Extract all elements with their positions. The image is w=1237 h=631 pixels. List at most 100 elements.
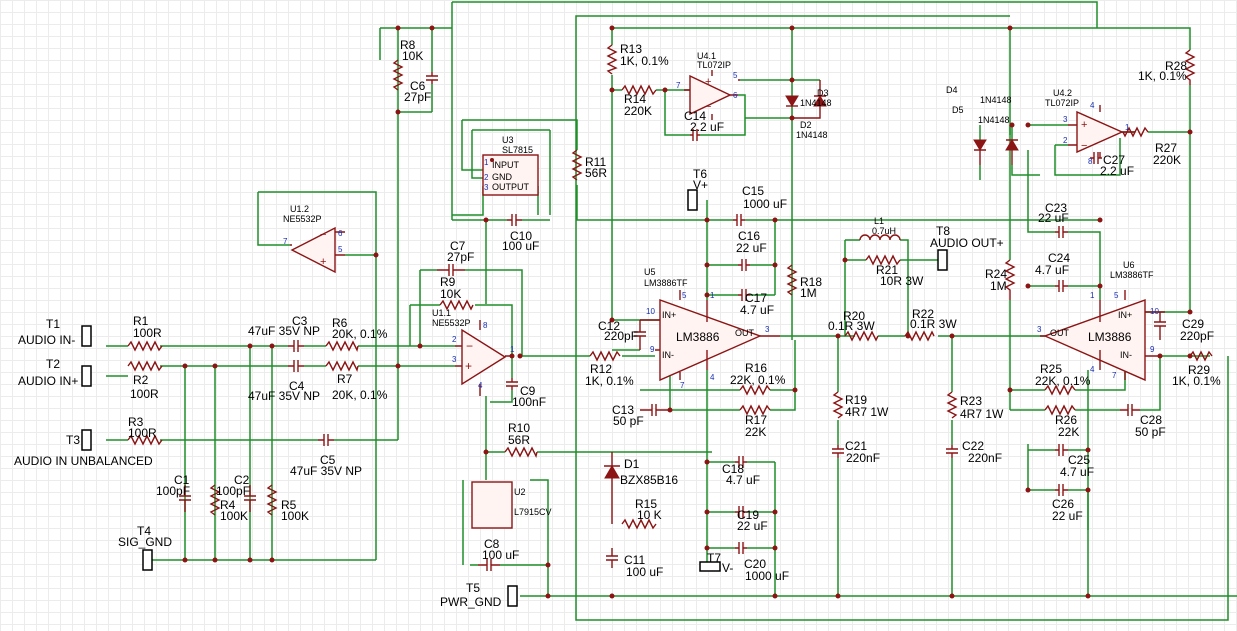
label-c9v: 100nF: [512, 395, 546, 409]
opamp-u4-1: +−: [684, 70, 740, 120]
resistor-r4: [209, 484, 221, 516]
label-r7v: 20K, 0.1%: [332, 388, 388, 402]
label-outlbl: OUT: [735, 328, 755, 338]
label-inm: IN-: [662, 350, 674, 360]
label-r1: R1: [133, 314, 149, 328]
label-r6: R6: [332, 316, 348, 330]
label-one: 1: [484, 158, 489, 167]
label-t6: T6: [693, 167, 707, 181]
label-c6: C6: [410, 79, 426, 93]
capacitor-c22: [946, 445, 958, 458]
label-u2: U2: [514, 487, 526, 497]
label-d2v: 1N4148: [796, 130, 828, 140]
label-r8: R8: [400, 38, 416, 52]
label-d4v: 1N4148: [980, 95, 1012, 105]
resistor-r14: [621, 84, 657, 96]
label-l1: L1: [874, 216, 884, 226]
label-t5-value: PWR_GND: [440, 595, 502, 609]
label-r14: R14: [624, 92, 646, 106]
label-c11: C11: [624, 553, 645, 567]
label-c10v: 100 uF: [502, 239, 539, 253]
opamps: −+ −+ +− +−: [290, 70, 1165, 396]
capacitor-c3: [288, 340, 304, 352]
label-one: 1: [710, 291, 715, 300]
label-l1v: 0.7uH: [872, 226, 896, 236]
resistor-r10: [504, 446, 538, 459]
resistor-r12: [589, 350, 621, 362]
junctions: [182, 25, 1193, 599]
label-c22: C22: [962, 439, 984, 453]
label-two: 2: [1063, 136, 1068, 145]
capacitor-c11: [606, 548, 618, 568]
label-four: 4: [710, 373, 715, 382]
capacitor-c19: [735, 506, 747, 518]
terminal-t6: [687, 189, 698, 211]
capacitor-c29: [1154, 312, 1166, 340]
label-c16: C16: [738, 229, 760, 243]
label-three: 3: [484, 183, 489, 192]
label-d2: D2: [800, 120, 812, 130]
label-c24v: 4.7 uF: [1035, 263, 1069, 277]
resistor-r26: [1044, 404, 1076, 416]
label-u3v: SL7815: [502, 145, 533, 155]
label-c13v: 50 pF: [613, 414, 644, 428]
label-u1_1v: NE5532P: [432, 318, 471, 328]
label-r21v: 10R 3W: [880, 274, 924, 288]
label-r7: R7: [337, 372, 353, 386]
label-t3: T3: [66, 433, 80, 447]
label-c22v: 220nF: [968, 451, 1002, 465]
svg-text:−: −: [1081, 140, 1087, 152]
label-c13: C13: [612, 403, 634, 417]
label-eight: 8: [1088, 157, 1093, 166]
label-d1v: BZX85B16: [620, 473, 678, 487]
label-r5: R5: [281, 498, 297, 512]
power-amp-u5: [640, 290, 780, 382]
resistor-r11: [571, 149, 583, 181]
label-d5: D5: [952, 105, 964, 115]
label-c1v: 100pF: [156, 484, 190, 498]
label-c3: C3: [292, 314, 308, 328]
opamp-u1-1: −+: [455, 320, 512, 396]
label-d3v: 1N4148: [800, 98, 832, 108]
svg-text:−: −: [466, 339, 473, 353]
label-c21: C21: [845, 439, 867, 453]
label-r15v: 10 K: [637, 508, 662, 522]
label-r18: R18: [800, 275, 822, 289]
label-r18v: 1M: [800, 286, 817, 300]
label-c25: C25: [1068, 453, 1090, 467]
label-r24v: 1M: [990, 279, 1007, 293]
terminal-t4: [142, 549, 153, 571]
label-nine: 9: [1150, 345, 1155, 354]
label-t2-value: AUDIO IN+: [18, 374, 78, 388]
capacitor-c13: [640, 404, 670, 416]
capacitor-c26: [1055, 484, 1068, 496]
label-d1: D1: [624, 457, 640, 471]
label-r2: R2: [133, 373, 149, 387]
resistors: [127, 44, 1213, 530]
label-r19: R19: [845, 393, 867, 407]
label-ten: 10: [646, 307, 655, 316]
capacitor-c4: [288, 360, 304, 372]
label-r4v: 100K: [220, 509, 248, 523]
label-r20: R20: [843, 309, 865, 323]
label-r27: R27: [1155, 141, 1177, 155]
resistor-r25: [1044, 384, 1076, 396]
label-c21v: 220nF: [846, 451, 880, 465]
label-c15v: 1000 uF: [743, 197, 787, 211]
label-four: 4: [1090, 101, 1095, 110]
capacitor-c9: [506, 378, 518, 390]
resistor-r20: [844, 330, 879, 342]
label-c14v: 2.2 uF: [690, 120, 724, 134]
power-amp-u6: [1040, 290, 1165, 382]
label-c29v: 220pF: [1180, 329, 1214, 343]
label-d4v: 1N4148: [978, 115, 1010, 125]
label-seven: 7: [680, 381, 685, 390]
svg-text:−: −: [705, 101, 711, 113]
label-r16v: 22K, 0.1%: [730, 373, 786, 387]
capacitor-c5: [318, 434, 334, 446]
opamp-u1-2: −+: [290, 226, 345, 274]
diode-d5: [1005, 139, 1019, 165]
resistor-r16: [739, 384, 771, 396]
diodes: [604, 80, 1019, 524]
